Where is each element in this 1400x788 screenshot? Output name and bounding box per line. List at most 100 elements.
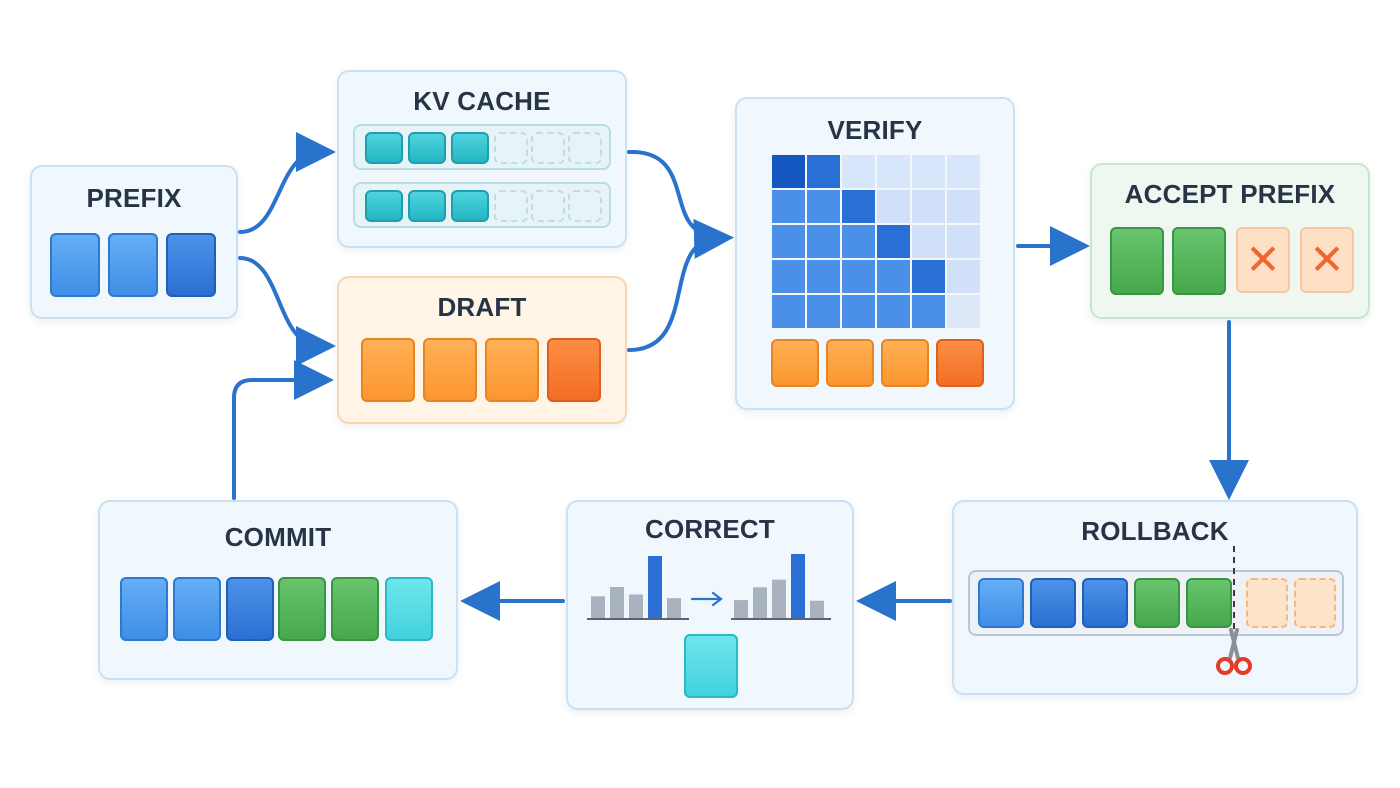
commit-token [385,577,433,641]
kv-empty-slot [531,132,565,164]
arrow-commit-to-draft [232,360,334,500]
commit-token [278,577,326,641]
kv-empty-slot [531,190,565,222]
kv-empty-slot [494,132,528,164]
histogram-before [591,556,681,618]
attention-cell [876,224,911,259]
correct-title: CORRECT [645,514,775,544]
arrow-prefix-to-kv-cache [238,132,336,234]
verify-token [936,339,984,387]
arrow-prefix-to-draft [238,256,336,366]
kv-cache-row [353,182,611,228]
kv-empty-slot [494,190,528,222]
attention-cell [946,259,981,294]
attention-cell [876,259,911,294]
histogram-bar [667,598,681,618]
attention-cell [946,294,981,329]
rolled-back-slot [1246,578,1288,628]
attention-cell [806,154,841,189]
attention-cell [771,189,806,224]
attention-cell [841,154,876,189]
kv-cache-row [353,124,611,170]
histogram-bar [734,600,748,618]
rollback-token [1186,578,1232,628]
commit-token [331,577,379,641]
commit-token [226,577,274,641]
attention-cell [841,189,876,224]
attention-cell [911,294,946,329]
attention-cell [946,189,981,224]
accepted-token [1110,227,1164,295]
scissors-icon [1216,628,1252,675]
histogram-bar [648,556,662,618]
kv-token [408,132,446,164]
attention-cell [771,259,806,294]
rejected-token: ✕ [1236,227,1290,293]
verify-token [881,339,929,387]
attention-cell [876,189,911,224]
kv-empty-slot [568,132,602,164]
histogram-bar [810,600,824,618]
verify-token [771,339,819,387]
histogram-bar [753,587,767,618]
rollback-token [1030,578,1076,628]
draft-token [485,338,539,402]
rollback-token [978,578,1024,628]
rejected-token: ✕ [1300,227,1354,293]
attention-cell [911,154,946,189]
arrow-draft-to-verify [627,218,734,352]
prefix-token [108,233,158,297]
commit-title: COMMIT [224,522,332,552]
draft-token [547,338,601,402]
accept-prefix-title: ACCEPT PREFIX [1124,179,1336,209]
kv-token [408,190,446,222]
rolled-back-slot [1294,578,1336,628]
rollback-title: ROLLBACK [1081,516,1229,546]
attention-cell [946,224,981,259]
correction-token [684,634,738,698]
attention-cell [841,294,876,329]
x-mark-icon: ✕ [1309,236,1345,283]
attention-matrix [771,154,981,329]
rollback-card: ROLLBACK [952,500,1358,695]
attention-cell [911,189,946,224]
attention-cell [841,259,876,294]
arrow-kv-cache-to-verify [627,149,720,238]
verify-card: VERIFY [735,97,1015,410]
attention-cell [771,224,806,259]
prefix-token [166,233,216,297]
attention-cell [806,224,841,259]
rollback-token [1082,578,1128,628]
commit-token [173,577,221,641]
attention-cell [911,259,946,294]
attention-cell [876,154,911,189]
attention-cell [806,294,841,329]
kv-cache-title: KV CACHE [413,86,551,116]
commit-card: COMMIT [98,500,458,680]
rollback-token [1134,578,1180,628]
accept-prefix-card: ACCEPT PREFIX ✕ ✕ [1090,163,1370,319]
draft-title: DRAFT [437,292,527,322]
histogram-bar [791,554,805,618]
commit-token [120,577,168,641]
attention-cell [806,189,841,224]
kv-token [365,190,403,222]
histogram-after [734,554,824,618]
prefix-token [50,233,100,297]
attention-cell [771,294,806,329]
histogram-bar [591,596,605,618]
accepted-token [1172,227,1226,295]
kv-token [365,132,403,164]
kv-empty-slot [568,190,602,222]
attention-cell [841,224,876,259]
attention-cell [806,259,841,294]
draft-token [361,338,415,402]
x-mark-icon: ✕ [1245,236,1281,283]
prefix-title: PREFIX [86,183,182,213]
kv-token [451,132,489,164]
draft-card: DRAFT [337,276,627,424]
attention-cell [946,154,981,189]
rollback-sequence [968,570,1344,636]
